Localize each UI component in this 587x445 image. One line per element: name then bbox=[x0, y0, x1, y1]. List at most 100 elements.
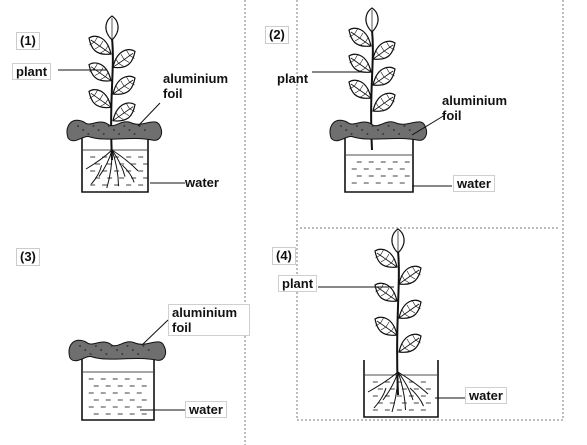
foil-texture bbox=[89, 353, 92, 355]
foil-texture bbox=[107, 125, 110, 127]
plant-2 bbox=[348, 7, 396, 151]
foil-texture bbox=[116, 349, 118, 351]
leaf-vein bbox=[349, 54, 358, 64]
aluminium-foil-3 bbox=[68, 339, 167, 362]
leaf-vein bbox=[120, 54, 130, 63]
root bbox=[106, 149, 113, 189]
foil-label-3-line2: foil bbox=[172, 320, 192, 335]
leaf-vein bbox=[115, 111, 124, 120]
root bbox=[373, 387, 387, 409]
beaker-outline bbox=[81, 350, 155, 421]
leaf-vein bbox=[401, 274, 410, 284]
foil-texture bbox=[94, 345, 97, 347]
foil-texture bbox=[398, 133, 401, 135]
leaf-vein bbox=[100, 98, 109, 107]
leaf-vein bbox=[100, 44, 109, 54]
leaf-vein bbox=[386, 41, 395, 51]
leaf-vein bbox=[89, 36, 98, 46]
panel-label-3: (3) bbox=[16, 248, 40, 266]
leaf-vein bbox=[380, 71, 390, 81]
leaf-vein bbox=[375, 317, 384, 327]
foil-texture bbox=[84, 349, 87, 351]
leaf-vein bbox=[386, 67, 395, 77]
foil-texture bbox=[79, 345, 81, 347]
root bbox=[90, 165, 103, 185]
root bbox=[397, 371, 406, 411]
leaf-vein bbox=[386, 325, 395, 335]
leaf-vein bbox=[94, 94, 104, 103]
foil-leader-2 bbox=[411, 114, 446, 136]
foil-texture bbox=[377, 129, 379, 131]
stem bbox=[110, 37, 114, 161]
foil-label-2-line2: foil bbox=[442, 108, 462, 123]
foil-texture bbox=[131, 349, 134, 351]
foil-texture bbox=[92, 125, 95, 127]
panel-2-setup bbox=[312, 7, 452, 193]
leaf-vein bbox=[94, 40, 104, 50]
root bbox=[397, 371, 429, 395]
leaf-vein bbox=[354, 32, 364, 42]
beaker-outline bbox=[363, 360, 439, 418]
leaf-vein bbox=[360, 88, 369, 98]
leaf-vein bbox=[380, 45, 390, 55]
foil-texture bbox=[147, 349, 150, 351]
leaf-vein bbox=[386, 257, 395, 267]
leaf-vein bbox=[406, 304, 416, 314]
root bbox=[367, 371, 399, 393]
foil-texture bbox=[87, 133, 90, 135]
beaker-4 bbox=[363, 360, 439, 418]
foil-leader-3 bbox=[141, 319, 169, 346]
aluminium-foil-1 bbox=[66, 119, 163, 142]
leaf-vein bbox=[349, 28, 358, 38]
root bbox=[98, 149, 113, 177]
foil-label-2-line1: aluminium bbox=[442, 93, 508, 108]
leaf-vein bbox=[354, 58, 364, 68]
foil-texture bbox=[355, 125, 358, 127]
leaf-vein bbox=[380, 253, 390, 263]
foil-texture bbox=[387, 125, 390, 127]
foil-label-3: aluminium foil bbox=[168, 304, 250, 336]
foil-texture bbox=[102, 133, 105, 135]
leaf-vein bbox=[412, 334, 421, 344]
leaf-vein bbox=[375, 75, 384, 85]
foil-texture bbox=[138, 125, 141, 127]
foil-label-1-line2: foil bbox=[163, 86, 183, 101]
root bbox=[409, 387, 424, 407]
panel-1-setup bbox=[58, 15, 185, 193]
foil-texture bbox=[105, 353, 108, 355]
foil-label-3-line1: aluminium bbox=[172, 305, 238, 320]
leaf-vein bbox=[126, 76, 135, 86]
plant-4 bbox=[374, 228, 422, 396]
foil-texture bbox=[361, 129, 364, 131]
leaf-vein bbox=[115, 84, 124, 94]
roots-4 bbox=[367, 371, 429, 413]
plant-1 bbox=[88, 15, 136, 161]
root bbox=[397, 371, 414, 401]
root bbox=[111, 149, 119, 187]
leaf-vein bbox=[406, 338, 416, 348]
foil-texture bbox=[126, 345, 129, 347]
beaker-1 bbox=[81, 130, 149, 193]
foil-texture bbox=[118, 133, 121, 135]
foil-texture bbox=[392, 129, 395, 131]
plant-label-2: plant bbox=[277, 71, 309, 86]
leaf-vein bbox=[126, 50, 135, 59]
foil-texture bbox=[371, 125, 374, 127]
foil-texture bbox=[121, 353, 124, 355]
foil-texture bbox=[350, 133, 353, 135]
leaf-vein bbox=[120, 80, 130, 90]
foil-texture bbox=[403, 125, 406, 127]
leaf-vein bbox=[349, 80, 358, 90]
foil-texture bbox=[82, 129, 85, 131]
leaf-vein bbox=[354, 84, 364, 94]
leaf-vein bbox=[375, 101, 384, 111]
foil-texture bbox=[97, 129, 100, 131]
plant-label-1: plant bbox=[12, 63, 52, 80]
root bbox=[391, 371, 399, 413]
leaf-vein bbox=[412, 300, 421, 310]
leaf-vein bbox=[386, 93, 395, 103]
beaker-outline bbox=[344, 132, 414, 193]
foil-texture bbox=[366, 133, 369, 135]
leaf-vein bbox=[375, 249, 384, 259]
stem bbox=[396, 250, 400, 396]
